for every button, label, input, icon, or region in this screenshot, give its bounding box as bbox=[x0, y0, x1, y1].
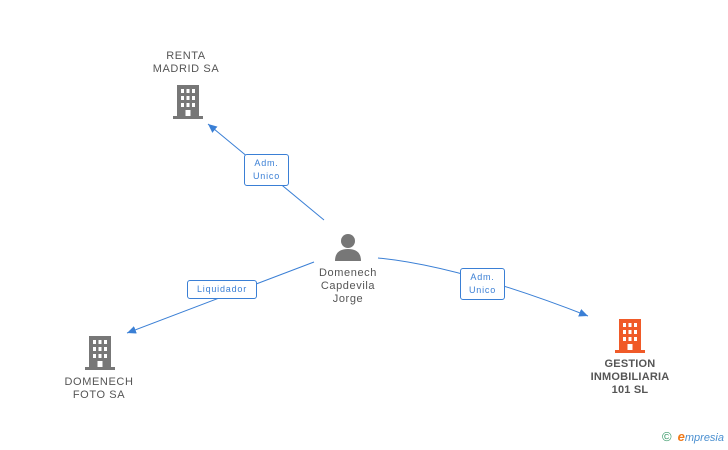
edge-label-liquidador: Liquidador bbox=[187, 280, 257, 299]
node-domenech-capdevila-jorge[interactable]: Domenech Capdevila Jorge bbox=[296, 267, 400, 306]
building-icon-highlighted[interactable] bbox=[614, 318, 646, 354]
building-icon[interactable] bbox=[84, 335, 116, 371]
node-label: DOMENECH FOTO SA bbox=[64, 376, 134, 401]
node-label: GESTION INMOBILIARIA 101 SL bbox=[590, 358, 670, 396]
node-gestion-inmobiliaria[interactable]: GESTION INMOBILIARIA 101 SL bbox=[570, 358, 690, 397]
brand-logo-text: mpresia bbox=[684, 432, 724, 444]
edge-label-adm-unico-gestion: Adm. Unico bbox=[460, 268, 505, 300]
node-label: RENTA MADRID SA bbox=[152, 50, 220, 75]
brand-watermark: © empresia bbox=[662, 429, 724, 444]
copyright-icon: © bbox=[662, 429, 672, 444]
person-icon[interactable] bbox=[334, 232, 362, 262]
node-domenech-foto[interactable]: DOMENECH FOTO SA bbox=[44, 376, 154, 402]
edge-label-adm-unico-renta: Adm. Unico bbox=[244, 154, 289, 186]
building-icon[interactable] bbox=[172, 84, 204, 120]
brand-logo-e: e bbox=[677, 429, 685, 444]
node-renta-madrid[interactable]: RENTA MADRID SA bbox=[130, 50, 242, 76]
node-label: Domenech Capdevila Jorge bbox=[319, 267, 377, 305]
